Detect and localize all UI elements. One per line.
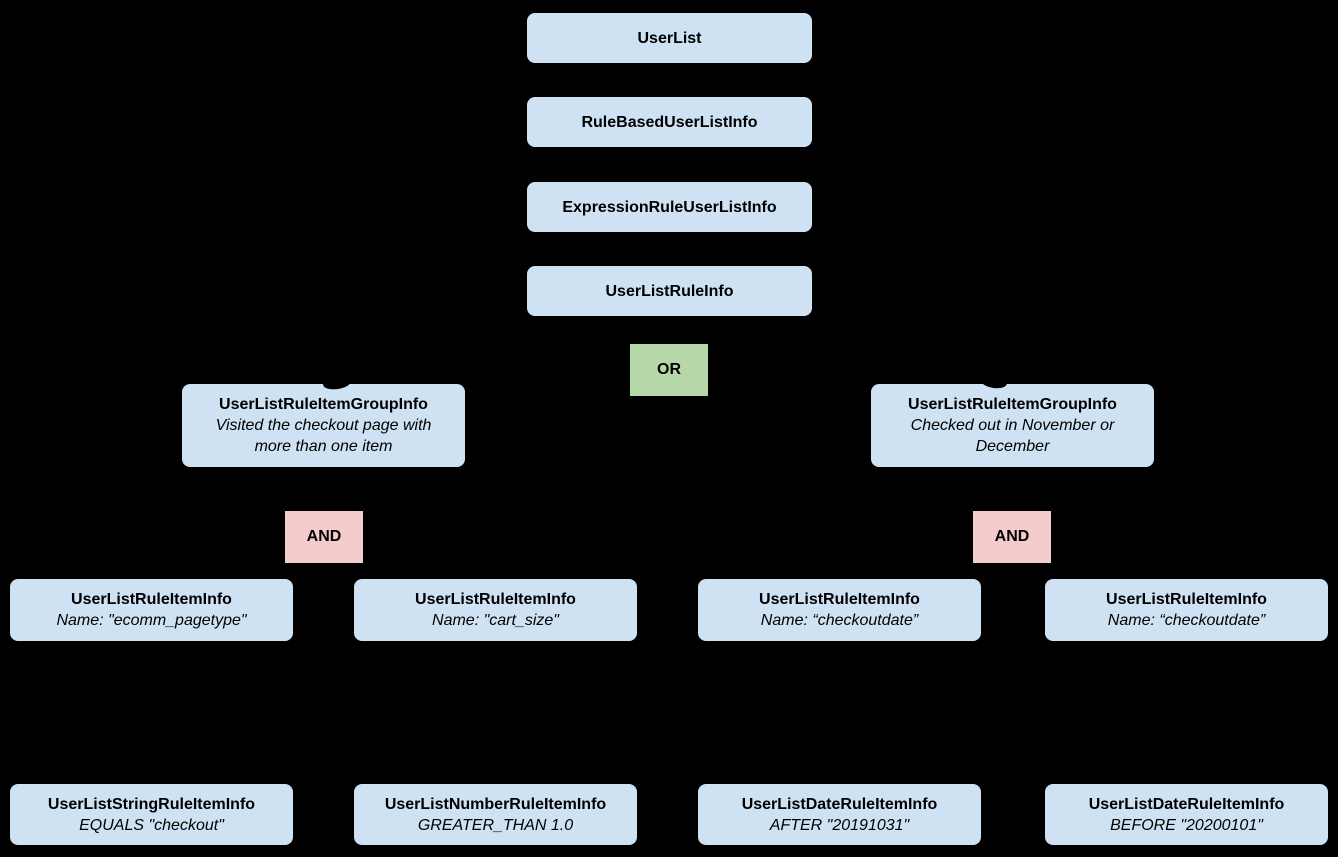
node-title: UserListRuleItemGroupInfo [219, 396, 428, 413]
node-title: RuleBasedUserListInfo [581, 113, 758, 131]
node-date-rule-item-after: UserListDateRuleItemInfo AFTER "20191031… [698, 784, 981, 845]
node-rule-item-group-right: UserListRuleItemGroupInfo Checked out in… [871, 374, 1154, 467]
node-description: BEFORE "20200101" [1110, 816, 1263, 834]
and-operator-right: AND [973, 511, 1051, 563]
node-description: Visited the checkout page with more than… [215, 417, 432, 455]
or-operator: OR [630, 344, 708, 396]
node-title: UserListDateRuleItemInfo [1088, 795, 1285, 813]
and-operator-left: AND [285, 511, 363, 563]
node-title: UserListRuleInfo [605, 282, 734, 300]
node-description: Checked out in November or December [910, 417, 1115, 455]
and-operator-label: AND [994, 528, 1030, 545]
node-title: ExpressionRuleUserListInfo [562, 198, 777, 216]
node-rule-item-checkoutdate-2: UserListRuleItemInfo Name: “checkoutdate… [1045, 579, 1328, 641]
node-title: UserListRuleItemInfo [415, 591, 576, 608]
or-operator-label: OR [657, 361, 681, 378]
node-rule-item-checkoutdate-1: UserListRuleItemInfo Name: “checkoutdate… [698, 579, 981, 641]
node-description: AFTER "20191031" [769, 816, 910, 834]
node-expression-rule-user-list-info: ExpressionRuleUserListInfo [527, 182, 812, 232]
node-date-rule-item-before: UserListDateRuleItemInfo BEFORE "2020010… [1045, 784, 1328, 845]
node-number-rule-item: UserListNumberRuleItemInfo GREATER_THAN … [354, 784, 637, 845]
node-rule-item-ecomm-pagetype: UserListRuleItemInfo Name: "ecomm_pagety… [10, 579, 293, 641]
node-rule-item-group-left: UserListRuleItemGroupInfo Visited the ch… [182, 375, 465, 467]
node-description: GREATER_THAN 1.0 [417, 816, 574, 834]
node-title: UserListStringRuleItemInfo [47, 795, 256, 813]
node-title: UserList [637, 29, 702, 47]
node-description: Name: "ecomm_pagetype" [56, 612, 247, 629]
node-userlist: UserList [527, 13, 812, 63]
node-title: UserListRuleItemInfo [1106, 591, 1267, 608]
node-user-list-rule-info: UserListRuleInfo [527, 266, 812, 316]
node-title: UserListNumberRuleItemInfo [384, 795, 607, 813]
node-description: Name: “checkoutdate” [1107, 612, 1266, 629]
connector-arrowhead-icon [980, 374, 1008, 390]
and-operator-label: AND [306, 528, 342, 545]
node-description: EQUALS "checkout" [79, 816, 224, 834]
node-title: UserListRuleItemInfo [71, 591, 232, 608]
connector-arrowhead-icon [322, 375, 352, 391]
node-rule-item-cart-size: UserListRuleItemInfo Name: "cart_size" [354, 579, 637, 641]
node-description: Name: "cart_size" [432, 612, 559, 629]
node-title: UserListDateRuleItemInfo [741, 795, 938, 813]
node-description: Name: “checkoutdate” [760, 612, 919, 629]
node-string-rule-item: UserListStringRuleItemInfo EQUALS "check… [10, 784, 293, 845]
node-title: UserListRuleItemGroupInfo [908, 396, 1117, 413]
node-rule-based-user-list-info: RuleBasedUserListInfo [527, 97, 812, 147]
node-title: UserListRuleItemInfo [759, 591, 920, 608]
